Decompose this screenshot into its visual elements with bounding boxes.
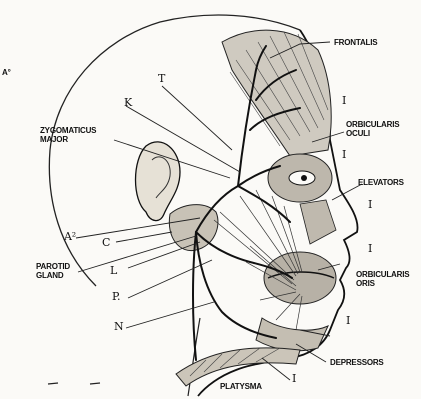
orbicularis-oris-line-1: ORBICULARIS [356, 270, 409, 279]
orbicularis-oris-line-2: ORIS [356, 279, 409, 288]
label-branch-n: N [114, 322, 123, 331]
label-depressors: DEPRESSORS [330, 358, 384, 367]
label-roman-1c: I [368, 200, 372, 209]
label-roman-1e: I [346, 316, 350, 325]
label-branch-p: P. [112, 292, 120, 301]
label-branch-t: T [158, 74, 165, 83]
label-orbicularis-oris: ORBICULARIS ORIS [356, 270, 409, 288]
ear [136, 142, 181, 221]
zygomaticus-line-2: MAJOR [40, 135, 96, 144]
elevators-muscle [300, 200, 336, 244]
label-roman-1a: I [342, 96, 346, 105]
label-roman-1f: I [292, 374, 296, 383]
label-roman-1b: I [342, 150, 346, 159]
label-zygomaticus-major: ZYGOMATICUS MAJOR [40, 126, 96, 144]
label-branch-a2: A² [64, 232, 76, 241]
parotid-line-2: GLAND [36, 271, 70, 280]
label-platysma: PLATYSMA [220, 382, 262, 391]
label-orbicularis-oculi: ORBICULARIS OCULI [346, 120, 399, 138]
orbicularis-oculi-line-2: OCULI [346, 129, 399, 138]
depressors-muscle [256, 318, 328, 351]
parotid-line-1: PAROTID [36, 262, 70, 271]
label-frontalis: FRONTALIS [334, 38, 377, 47]
label-a-mark: A° [2, 68, 11, 77]
label-parotid-gland: PAROTID GLAND [36, 262, 70, 280]
label-elevators: ELEVATORS [358, 178, 404, 187]
zygomaticus-line-1: ZYGOMATICUS [40, 126, 96, 135]
label-branch-k: K [124, 98, 132, 107]
label-roman-1d: I [368, 244, 372, 253]
orbicularis-oculi-line-1: ORBICULARIS [346, 120, 399, 129]
label-branch-c: C [102, 238, 110, 247]
label-branch-l: L [110, 266, 117, 275]
